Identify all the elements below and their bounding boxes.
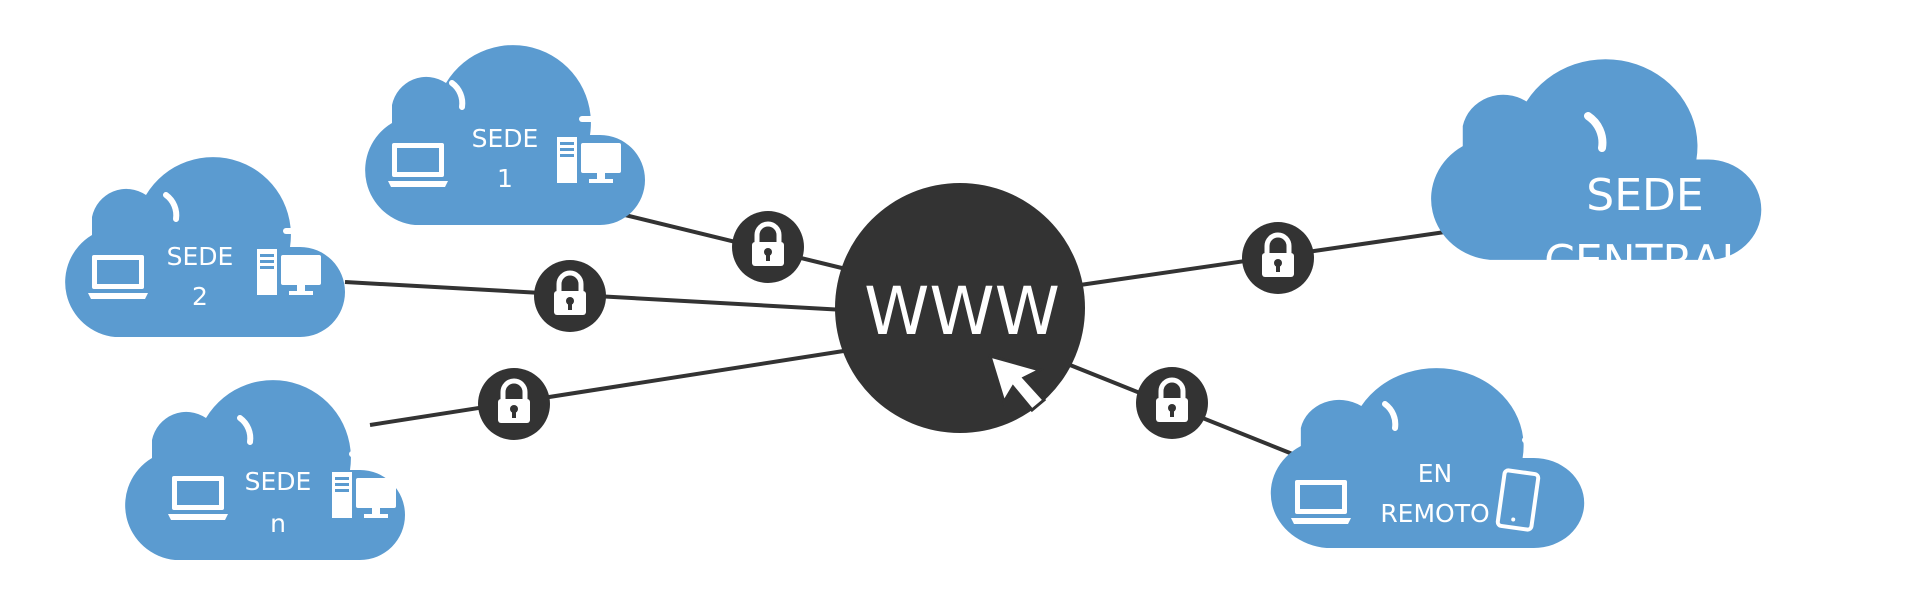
cloud-sede-2-line2: 2 bbox=[192, 282, 208, 311]
cloud-en-remoto-line1: EN bbox=[1418, 459, 1453, 488]
cloud-sede-1-line2: 1 bbox=[497, 164, 513, 193]
www-hub: WWW bbox=[835, 183, 1085, 433]
hub-label: WWW bbox=[864, 273, 1060, 350]
cloud-en-remoto-line2: REMOTO bbox=[1380, 499, 1489, 528]
cloud-sede-1-line1: SEDE bbox=[472, 124, 539, 153]
cloud-sede-central-line2: CENTRAL bbox=[1544, 236, 1746, 287]
cloud-sede-n-line2: n bbox=[270, 509, 286, 538]
cloud-sede-n: SEDE n bbox=[125, 380, 405, 560]
padlock-icon bbox=[1136, 367, 1208, 439]
cloud-en-remoto: EN REMOTO bbox=[1270, 368, 1585, 548]
cloud-sede-n-line1: SEDE bbox=[245, 467, 312, 496]
cloud-sede-central-line1: SEDE bbox=[1586, 170, 1703, 221]
mouse-cursor-icon bbox=[987, 353, 1047, 413]
cloud-sede-2: SEDE 2 bbox=[65, 157, 345, 337]
cloud-sede-1: SEDE 1 bbox=[365, 45, 645, 226]
padlock-icon bbox=[534, 260, 606, 332]
padlock-icon bbox=[1242, 222, 1314, 294]
cloud-sede-central: SEDE CENTRAL bbox=[1431, 59, 1791, 287]
padlock-icon bbox=[732, 211, 804, 283]
padlock-icon bbox=[478, 368, 550, 440]
cloud-sede-2-line1: SEDE bbox=[167, 242, 234, 271]
link-sede-n bbox=[369, 348, 851, 427]
